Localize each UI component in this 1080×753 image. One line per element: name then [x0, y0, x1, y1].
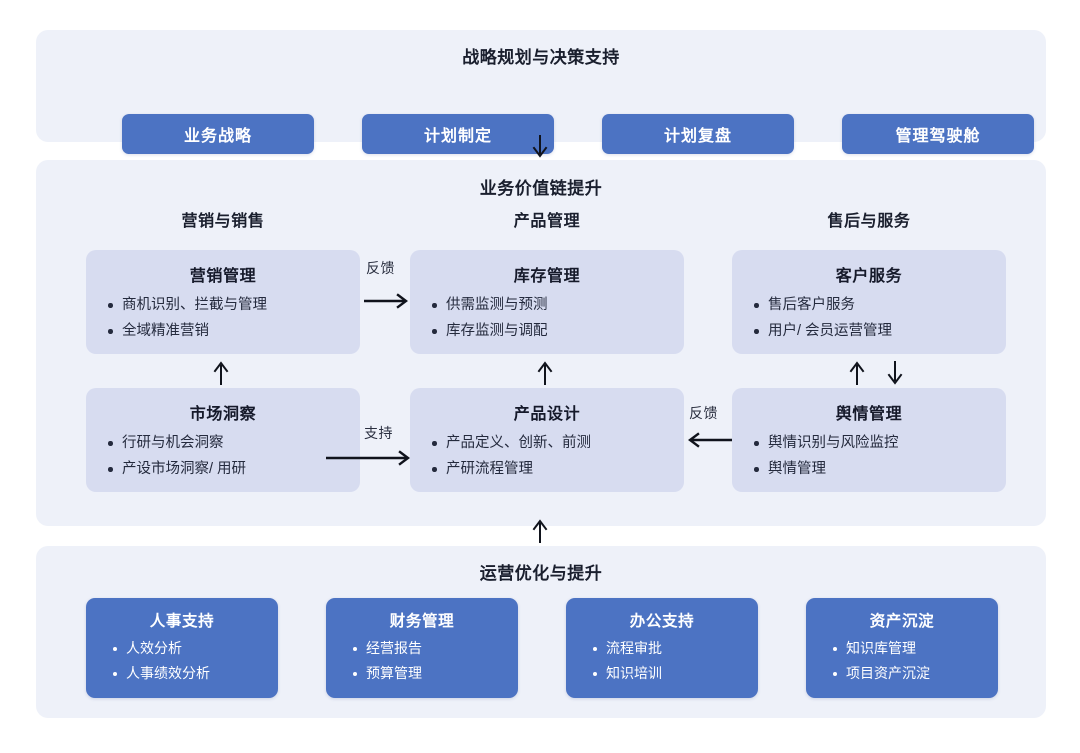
- card-inventory-management[interactable]: 库存管理 供需监测与预测 库存监测与调配: [410, 250, 684, 354]
- card-item-list: 舆情识别与风险监控 舆情管理: [742, 430, 996, 482]
- card-office-support[interactable]: 办公支持 流程审批 知识培训: [566, 598, 758, 698]
- list-item: 售后客户服务: [754, 292, 996, 318]
- column-header-product-management: 产品管理: [513, 213, 581, 230]
- card-customer-service[interactable]: 客户服务 售后客户服务 用户/ 会员运营管理: [732, 250, 1006, 354]
- list-item: 库存监测与调配: [432, 318, 674, 344]
- value-chain-panel-title: 业务价值链提升: [479, 179, 603, 198]
- strategy-button-plan-review[interactable]: 计划复盘: [602, 114, 794, 154]
- card-title: 客户服务: [835, 268, 903, 285]
- card-asset-accumulation[interactable]: 资产沉淀 知识库管理 项目资产沉淀: [806, 598, 998, 698]
- card-item-list: 流程审批 知识培训: [574, 636, 750, 686]
- card-title: 资产沉淀: [869, 613, 935, 630]
- card-title: 办公支持: [629, 613, 695, 630]
- card-item-list: 产品定义、创新、前测 产研流程管理: [420, 430, 674, 482]
- operations-panel-title: 运营优化与提升: [479, 564, 603, 583]
- card-title: 财务管理: [389, 613, 455, 630]
- card-item-list: 行研与机会洞察 产设市场洞察/ 用研: [96, 430, 350, 482]
- card-item-list: 售后客户服务 用户/ 会员运营管理: [742, 292, 996, 344]
- list-item: 商机识别、拦截与管理: [108, 292, 350, 318]
- list-item: 舆情管理: [754, 456, 996, 482]
- list-item: 行研与机会洞察: [108, 430, 350, 456]
- card-item-list: 商机识别、拦截与管理 全域精准营销: [96, 292, 350, 344]
- list-item: 产品定义、创新、前测: [432, 430, 674, 456]
- card-title: 营销管理: [189, 268, 257, 285]
- list-item: 知识培训: [593, 661, 750, 686]
- flow-label-support: 支持: [364, 425, 393, 441]
- list-item: 产研流程管理: [432, 456, 674, 482]
- list-item: 人事绩效分析: [113, 661, 270, 686]
- strategy-button-business-strategy[interactable]: 业务战略: [122, 114, 314, 154]
- list-item: 人效分析: [113, 636, 270, 661]
- card-title: 人事支持: [149, 613, 215, 630]
- card-public-opinion-management[interactable]: 舆情管理 舆情识别与风险监控 舆情管理: [732, 388, 1006, 492]
- strategy-button-plan-making[interactable]: 计划制定: [362, 114, 554, 154]
- list-item: 全域精准营销: [108, 318, 350, 344]
- card-title: 产品设计: [513, 406, 581, 423]
- card-finance-management[interactable]: 财务管理 经营报告 预算管理: [326, 598, 518, 698]
- card-product-design[interactable]: 产品设计 产品定义、创新、前测 产研流程管理: [410, 388, 684, 492]
- list-item: 舆情识别与风险监控: [754, 430, 996, 456]
- column-header-aftersales-service: 售后与服务: [827, 213, 911, 230]
- list-item: 流程审批: [593, 636, 750, 661]
- list-item: 经营报告: [353, 636, 510, 661]
- list-item: 项目资产沉淀: [833, 661, 990, 686]
- card-item-list: 供需监测与预测 库存监测与调配: [420, 292, 674, 344]
- strategy-panel: 战略规划与决策支持 业务战略 计划制定 计划复盘 管理驾驶舱: [36, 30, 1046, 154]
- card-title: 舆情管理: [835, 406, 903, 423]
- strategy-panel-title: 战略规划与决策支持: [462, 48, 620, 67]
- card-item-list: 人效分析 人事绩效分析: [94, 636, 270, 686]
- list-item: 产设市场洞察/ 用研: [108, 456, 350, 482]
- flow-label-feedback-top: 反馈: [366, 260, 395, 276]
- column-header-marketing-sales: 营销与销售: [181, 213, 265, 230]
- strategy-button-management-cockpit[interactable]: 管理驾驶舱: [842, 114, 1034, 154]
- list-item: 用户/ 会员运营管理: [754, 318, 996, 344]
- list-item: 预算管理: [353, 661, 510, 686]
- card-marketing-management[interactable]: 营销管理 商机识别、拦截与管理 全域精准营销: [86, 250, 360, 354]
- card-title: 库存管理: [513, 268, 581, 285]
- card-hr-support[interactable]: 人事支持 人效分析 人事绩效分析: [86, 598, 278, 698]
- flow-label-feedback-mid: 反馈: [689, 405, 718, 421]
- list-item: 知识库管理: [833, 636, 990, 661]
- card-title: 市场洞察: [189, 406, 257, 423]
- card-market-insight[interactable]: 市场洞察 行研与机会洞察 产设市场洞察/ 用研: [86, 388, 360, 492]
- card-item-list: 知识库管理 项目资产沉淀: [814, 636, 990, 686]
- card-item-list: 经营报告 预算管理: [334, 636, 510, 686]
- list-item: 供需监测与预测: [432, 292, 674, 318]
